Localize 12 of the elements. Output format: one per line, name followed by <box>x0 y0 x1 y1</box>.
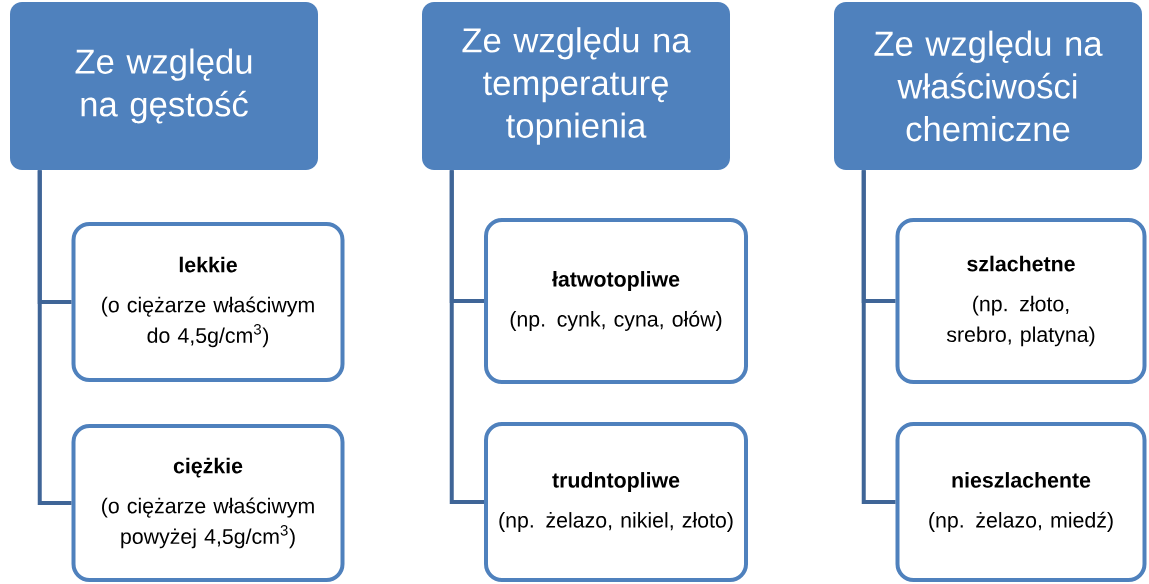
connector-line <box>37 170 72 505</box>
item-box: trudntopliwe (np. żelazo, nikiel, złoto) <box>484 422 748 582</box>
connector-line <box>861 170 896 504</box>
category-box: Ze względu na gęstość <box>10 2 318 170</box>
category-box: Ze względu na właściwości chemiczne <box>834 2 1142 170</box>
item-box: łatwotopliwe (np. cynk, cyna, ołów) <box>484 218 748 384</box>
connector-line <box>449 170 484 504</box>
item-box: nieszlachente (np. żelazo, miedź) <box>895 422 1147 582</box>
category-box: Ze względu na temperaturę topnienia <box>422 2 730 170</box>
item-box: lekkie (o ciężarze właściwym do 4,5g/cm$^{3}$) <box>71 222 345 382</box>
item-box: szlachetne (np. złoto, srebro, platyna) <box>895 218 1147 384</box>
item-box: ciężkie (o ciężarze właściwym powyżej 4,5g/cm$^{3}$) <box>71 424 345 582</box>
